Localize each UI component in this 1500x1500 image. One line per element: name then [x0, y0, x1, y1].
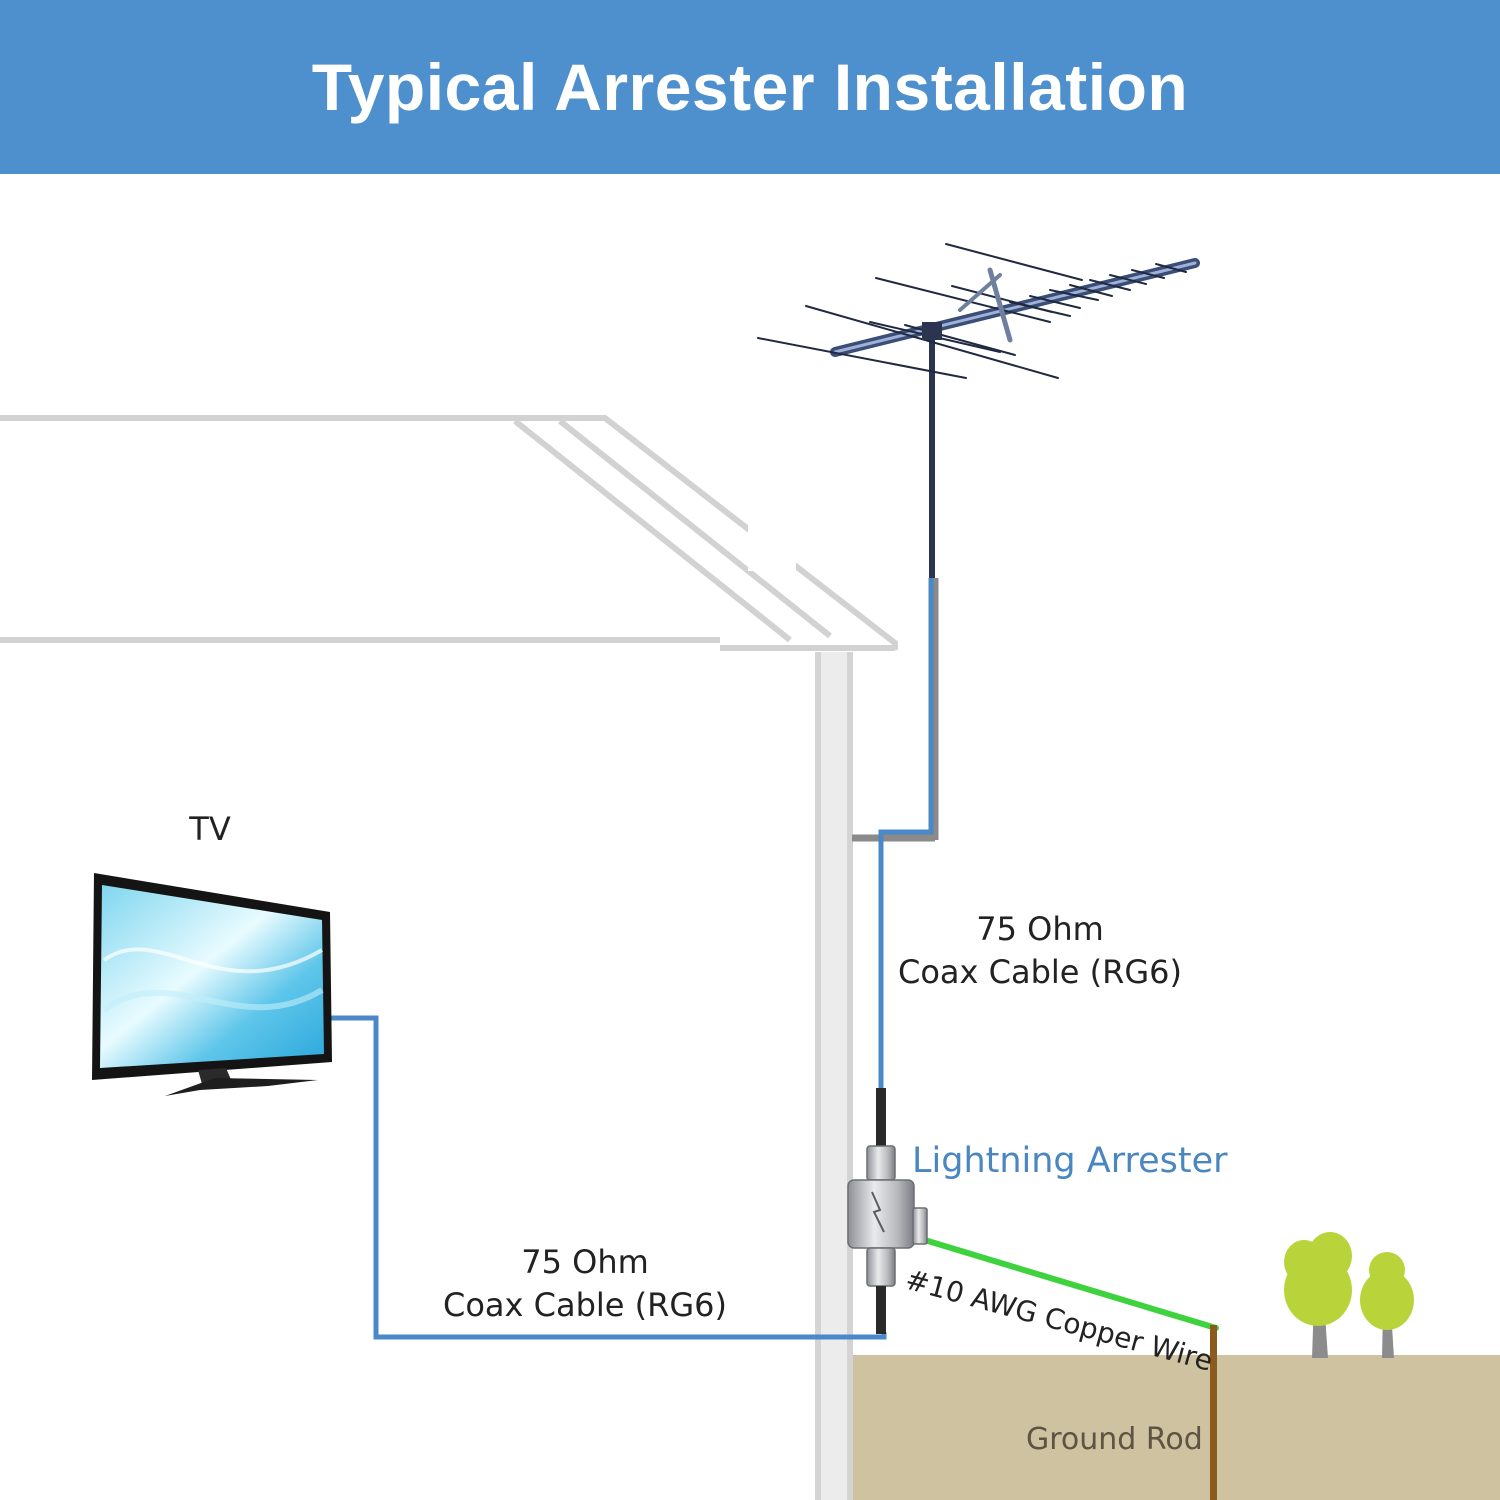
- copper-ground-wire: [915, 1235, 1219, 1331]
- coax-outdoor-impedance: 75 Ohm: [976, 910, 1104, 948]
- coax-cable-outdoor: [878, 578, 934, 1090]
- house-wall: [815, 652, 853, 1500]
- title-banner: Typical Arrester Installation: [0, 0, 1500, 174]
- coax-outdoor-label: 75 Ohm Coax Cable (RG6): [880, 908, 1200, 994]
- arrester-label: Lightning Arrester: [912, 1141, 1228, 1181]
- page-title: Typical Arrester Installation: [311, 50, 1189, 124]
- coax-indoor-type: Coax Cable (RG6): [442, 1286, 727, 1324]
- ground-soil: [850, 1355, 1500, 1500]
- antenna-mast: [852, 330, 939, 842]
- tree-icon: [1284, 1232, 1352, 1358]
- coax-outdoor-type: Coax Cable (RG6): [897, 953, 1182, 991]
- yagi-antenna-icon: [757, 243, 1200, 379]
- roof-gap: [748, 525, 796, 571]
- coax-cable-indoor: [330, 1015, 887, 1340]
- tv-label: TV: [189, 810, 231, 848]
- coax-indoor-label: 75 Ohm Coax Cable (RG6): [420, 1241, 750, 1327]
- ground-rod: [1210, 1325, 1217, 1500]
- tv-icon: [92, 873, 332, 1096]
- lightning-arrester-icon: [847, 1088, 928, 1334]
- tree-icon-small: [1360, 1252, 1414, 1358]
- coax-indoor-impedance: 75 Ohm: [521, 1243, 649, 1281]
- wall-fill: [821, 652, 847, 1500]
- ground-rod-label: Ground Rod: [1026, 1422, 1203, 1457]
